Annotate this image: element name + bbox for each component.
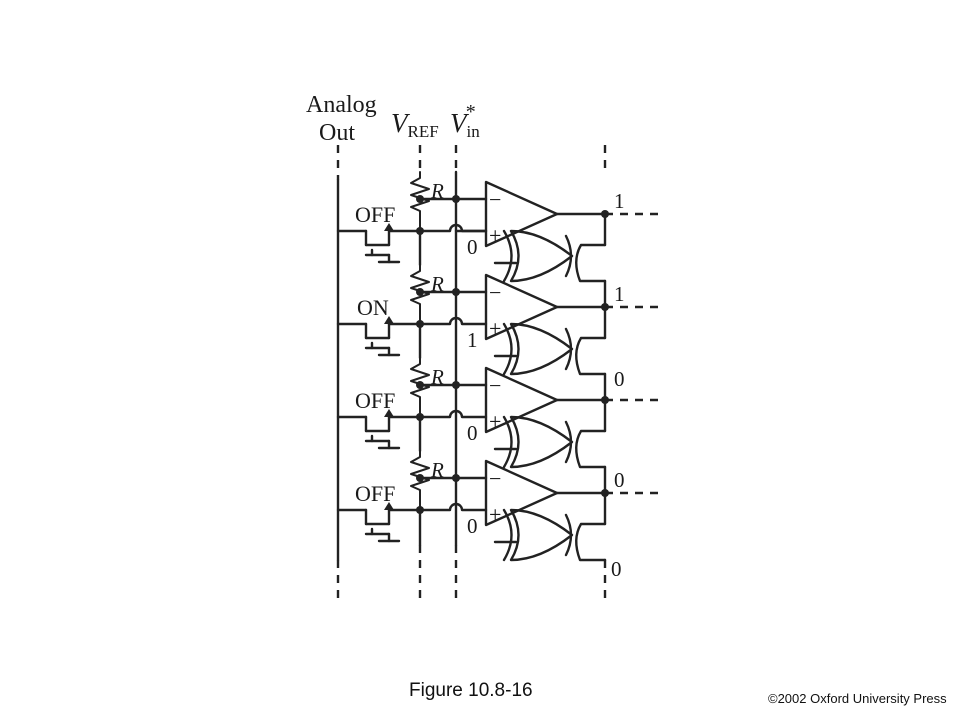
svg-text:−: − [489,466,501,491]
svg-text:−: − [489,187,501,212]
comparator-output-bit: 1 [614,189,625,213]
resistor-3 [410,357,430,418]
switch-state-label: OFF [355,202,395,227]
mos-switch-4 [364,502,401,543]
copyright-notice: ©2002 Oxford University Press [768,691,947,706]
resistor-label: R [430,272,444,296]
resistor-4 [410,450,430,511]
svg-text:+: + [489,316,501,341]
switch-state-label: ON [357,295,389,320]
mos-switch-1 [364,223,401,264]
svg-text:−: − [489,373,501,398]
xor-gate-2 [502,322,574,376]
vref-label: VREF [391,108,439,141]
svg-text:+: + [489,409,501,434]
analog-out-label-line1: Analog [306,92,377,118]
comparator-output-bit: 0 [614,367,625,391]
resistor-2 [410,264,430,325]
comparator-output-bit: 0 [614,468,625,492]
stage-2: R ON − + [336,264,660,376]
xor-gate-3 [502,415,574,469]
mos-switch-3 [364,409,401,450]
switch-state-label: OFF [355,388,395,413]
vin-label: Vin* [450,101,480,141]
resistor-label: R [430,179,444,203]
comparator-1: − + [484,180,559,248]
bottom-output-bit: 0 [611,557,622,581]
xor-input-bit: 0 [467,421,478,445]
comparator-4: − + [484,459,559,527]
stage-4: R OFF − [336,450,660,562]
xor-input-bit: 0 [467,514,478,538]
xor-input-bit: 0 [467,235,478,259]
comparator-2: − + [484,273,559,341]
xor-input-bit: 1 [467,328,478,352]
mos-switch-2 [364,316,401,357]
stage-1: R OFF [336,171,660,283]
svg-text:+: + [489,223,501,248]
xor-gate-1 [502,229,574,283]
analog-out-label-line2: Out [319,120,355,146]
resistor-label: R [430,365,444,389]
resistor-1 [410,171,430,232]
resistor-label: R [430,458,444,482]
xor-gate-4 [502,508,574,562]
stage-3: R OFF − + [336,357,660,469]
switch-state-label: OFF [355,481,395,506]
svg-text:+: + [489,502,501,527]
figure-caption: Figure 10.8-16 [409,680,533,701]
comparator-3: − + [484,366,559,434]
svg-text:−: − [489,280,501,305]
comparator-output-bit: 1 [614,282,625,306]
stages: R OFF [336,171,660,562]
